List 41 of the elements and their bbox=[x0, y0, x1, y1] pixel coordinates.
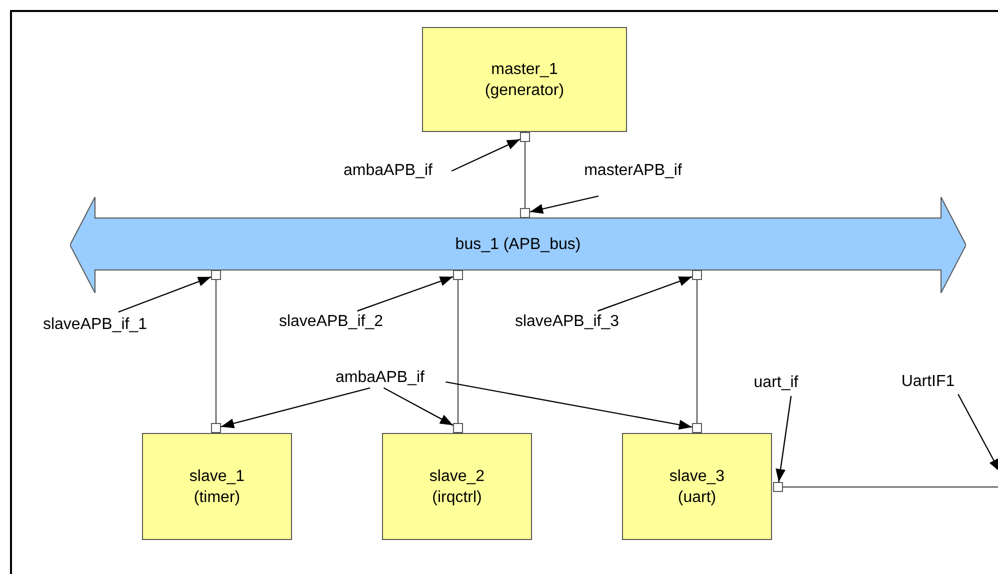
interface-label: slaveAPB_if_1 bbox=[22, 314, 168, 336]
interface-label: slaveAPB_if_3 bbox=[494, 311, 640, 333]
port-square bbox=[520, 132, 530, 142]
connection-line bbox=[524, 142, 526, 208]
component-box bbox=[622, 433, 772, 540]
component-label: master_1 (generator) bbox=[484, 60, 564, 100]
interface-label: uart_if bbox=[750, 372, 802, 394]
connection-line bbox=[457, 280, 459, 423]
leader-arrow bbox=[597, 276, 692, 312]
connection-line bbox=[696, 280, 698, 423]
connection-line bbox=[215, 280, 217, 423]
port-square bbox=[211, 423, 221, 433]
leader-arrow bbox=[118, 276, 212, 313]
component-label: slave_1 (timer) bbox=[189, 466, 245, 508]
component-label: slave_2 (irqctrl) bbox=[429, 466, 485, 508]
leader-arrow bbox=[383, 387, 454, 426]
leader-arrow bbox=[776, 396, 792, 482]
port-square bbox=[453, 423, 463, 433]
bus-label: bus_1 (APB_bus) bbox=[455, 235, 581, 255]
leader-arrow bbox=[451, 138, 520, 172]
port-square bbox=[453, 270, 463, 280]
port-square bbox=[692, 423, 702, 433]
port-square bbox=[692, 270, 702, 280]
component-box bbox=[142, 433, 292, 540]
leader-arrow bbox=[220, 387, 370, 428]
leader-arrow bbox=[958, 394, 998, 472]
interface-label: UartIF1 bbox=[896, 371, 960, 393]
port-square bbox=[211, 270, 221, 280]
leader-arrow bbox=[530, 196, 599, 214]
component-box bbox=[422, 27, 627, 132]
interface-label: ambaAPB_if bbox=[318, 367, 442, 389]
leader-arrow bbox=[446, 381, 692, 430]
port-square bbox=[773, 482, 783, 492]
port-square bbox=[520, 208, 530, 218]
component-label: slave_3 (uart) bbox=[669, 466, 725, 508]
component-box bbox=[382, 433, 532, 540]
connection-line bbox=[783, 486, 998, 488]
leader-arrow bbox=[357, 276, 454, 312]
interface-label: ambaAPB_if bbox=[328, 160, 448, 182]
interface-label: masterAPB_if bbox=[564, 160, 702, 182]
interface-label: slaveAPB_if_2 bbox=[258, 311, 404, 333]
